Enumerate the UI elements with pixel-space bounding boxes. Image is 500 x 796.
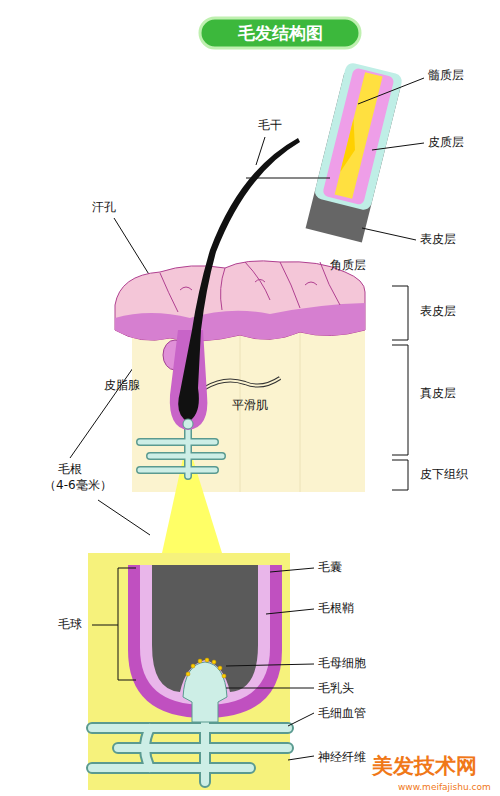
watermark: 美发技术网	[372, 754, 477, 779]
dermal-papilla	[183, 658, 227, 722]
dermis	[132, 330, 365, 492]
part-label: 毛囊	[318, 560, 342, 574]
part-label: 毛根	[58, 462, 82, 476]
nerve-fibers	[140, 428, 222, 476]
skin-layer-label: 真皮层	[420, 386, 456, 400]
hair-layer-label: 髓质层	[428, 68, 464, 82]
title-pill	[200, 18, 360, 48]
part-label: 神经纤维	[318, 750, 366, 764]
part-label: 汗孔	[92, 200, 116, 214]
part-label: 毛乳头	[318, 681, 354, 695]
part-label: 毛母细胞	[318, 656, 366, 670]
layer-brackets	[392, 286, 408, 490]
hair-follicle	[170, 138, 300, 430]
hair-section	[306, 61, 404, 242]
hair-layer-label: 皮质层	[428, 135, 464, 149]
detail-leaders	[92, 568, 314, 760]
epidermis	[115, 261, 365, 341]
part-label: 毛干	[258, 118, 282, 132]
skin-layer-label: 皮下组织	[420, 467, 468, 481]
part-label: 皮脂腺	[104, 378, 140, 392]
dimension-label: （4-6毫米）	[44, 478, 112, 492]
part-label: 毛细血管	[318, 706, 366, 720]
detail-nerves	[92, 700, 288, 782]
watermark-url: www.meifajishu.com	[398, 782, 491, 793]
part-label: 平滑肌	[232, 398, 268, 412]
part-label: 毛球	[58, 617, 82, 631]
part-label: 毛根鞘	[318, 601, 354, 615]
leader-lines	[70, 78, 424, 535]
skin-layer-label: 表皮层	[420, 304, 456, 318]
title: 毛发结构图	[200, 18, 360, 48]
hair-layer-label: 表皮层	[420, 232, 456, 246]
part-label: 角质层	[330, 258, 366, 272]
detail-panel	[88, 553, 290, 790]
